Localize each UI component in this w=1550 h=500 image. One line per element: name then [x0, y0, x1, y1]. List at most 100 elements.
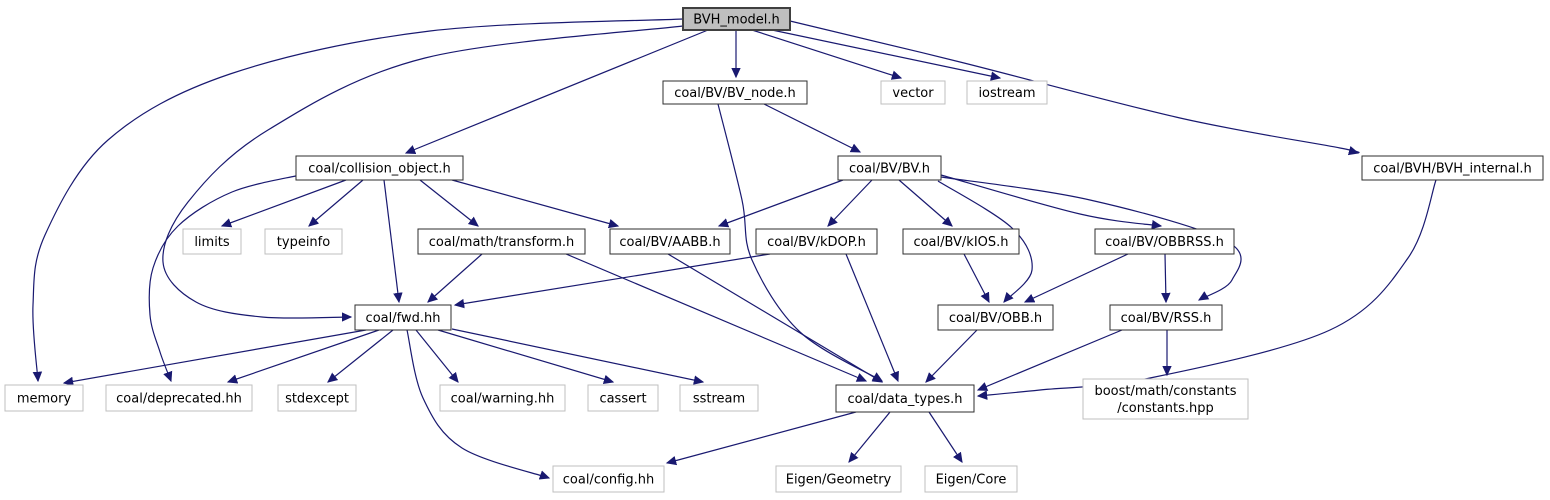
node-box-boost_constants — [1082, 378, 1249, 420]
graph-node-obbrss[interactable]: coal/BV/OBBRSS.h — [1094, 228, 1235, 255]
node-box-eigen_core — [924, 465, 1018, 493]
node-box-kios[interactable] — [902, 228, 1020, 255]
node-box-deprecated — [105, 384, 253, 412]
edge-obbrss-to-rss — [1161, 253, 1171, 304]
edge-rss-to-data_types — [976, 329, 1123, 391]
edge-collision_object-to-deprecated — [148, 174, 301, 383]
edge-bv_node-to-data_types — [717, 103, 884, 382]
graph-node-kdop[interactable]: coal/BV/kDOP.h — [755, 228, 878, 255]
node-label-eigen_geometry: Eigen/Geometry — [786, 473, 892, 488]
edge-bvh_model-to-iostream — [771, 29, 1002, 81]
node-box-limits — [182, 228, 242, 255]
node-box-collision_object[interactable] — [295, 155, 464, 181]
node-box-rss[interactable] — [1109, 304, 1223, 331]
node-box-bvh_internal[interactable] — [1361, 155, 1544, 181]
graph-node-bvh_internal[interactable]: coal/BVH/BVH_internal.h — [1361, 155, 1544, 181]
node-box-bv[interactable] — [837, 155, 942, 181]
graph-node-cassert: cassert — [587, 384, 659, 412]
edge-kdop-to-data_types — [845, 253, 899, 383]
node-label-vector: vector — [892, 86, 934, 101]
graph-node-eigen_geometry: Eigen/Geometry — [775, 465, 902, 493]
graph-node-rss[interactable]: coal/BV/RSS.h — [1109, 304, 1223, 331]
graph-node-fwd[interactable]: coal/fwd.hh — [354, 304, 452, 331]
node-label-transform: coal/math/transform.h — [429, 235, 575, 250]
edge-collision_object-to-aabb — [451, 179, 620, 229]
node-label-aabb: coal/BV/AABB.h — [619, 235, 720, 250]
edge-bvh_model-to-collision_object — [404, 29, 709, 154]
node-label-stdexcept: stdexcept — [285, 392, 349, 407]
node-label-iostream: iostream — [978, 86, 1035, 101]
edge-bvh_model-to-vector — [751, 29, 903, 80]
node-box-obbrss[interactable] — [1094, 228, 1235, 255]
edge-data_types-to-config — [665, 411, 857, 466]
node-label-typeinfo: typeinfo — [277, 235, 330, 250]
edge-fwd-to-deprecated — [226, 329, 380, 384]
edges-layer — [32, 18, 1437, 480]
edge-bv-to-obbrss — [940, 174, 1163, 230]
graph-node-memory: memory — [4, 384, 84, 412]
node-label-cassert: cassert — [599, 392, 646, 407]
node-box-data_types[interactable] — [835, 384, 975, 413]
edge-kdop-to-fwd — [453, 253, 771, 309]
graph-node-sstream: sstream — [679, 384, 759, 412]
node-box-vector — [880, 80, 946, 105]
edge-bvh_model-to-fwd — [162, 25, 684, 322]
node-box-bv_node[interactable] — [662, 80, 808, 105]
graph-node-transform[interactable]: coal/math/transform.h — [417, 228, 586, 255]
node-label-config: coal/config.hh — [563, 473, 654, 488]
graph-node-typeinfo: typeinfo — [264, 228, 343, 255]
node-label-limits: limits — [194, 235, 230, 250]
edge-collision_object-to-typeinfo — [308, 179, 364, 227]
node-box-transform[interactable] — [417, 228, 586, 255]
graph-node-collision_object[interactable]: coal/collision_object.h — [295, 155, 464, 181]
graph-node-bv[interactable]: coal/BV/BV.h — [837, 155, 942, 181]
edge-transform-to-data_types — [565, 253, 868, 382]
node-box-iostream — [966, 80, 1048, 105]
node-label-obbrss: coal/BV/OBBRSS.h — [1105, 235, 1224, 250]
edge-fwd-to-config — [406, 329, 551, 480]
node-box-typeinfo — [264, 228, 343, 255]
edge-data_types-to-eigen_core — [928, 411, 963, 463]
graph-node-config: coal/config.hh — [552, 465, 665, 493]
node-label-collision_object: coal/collision_object.h — [308, 162, 451, 177]
graph-node-stdexcept: stdexcept — [277, 384, 357, 412]
node-box-config — [552, 465, 665, 493]
node-label-bv_node: coal/BV/BV_node.h — [674, 86, 796, 101]
node-box-aabb[interactable] — [609, 228, 731, 255]
edge-bvh_model-to-bvh_internal — [789, 20, 1360, 156]
node-box-eigen_geometry — [775, 465, 902, 493]
edge-transform-to-fwd — [427, 253, 483, 303]
edge-fwd-to-warning — [415, 329, 459, 383]
node-box-sstream — [679, 384, 759, 412]
graph-node-limits: limits — [182, 228, 242, 255]
node-label-kios: coal/BV/kIOS.h — [913, 235, 1008, 250]
graph-node-aabb[interactable]: coal/BV/AABB.h — [609, 228, 731, 255]
edge-bv_node-to-bv — [763, 103, 862, 153]
graph-node-iostream: iostream — [966, 80, 1048, 105]
node-label-warning: coal/warning.hh — [451, 392, 555, 407]
edge-obbrss-to-obb — [1023, 253, 1129, 303]
edge-collision_object-to-transform — [419, 179, 479, 227]
edge-aabb-to-data_types — [667, 253, 884, 383]
graph-node-bv_node[interactable]: coal/BV/BV_node.h — [662, 80, 808, 105]
node-box-fwd[interactable] — [354, 304, 452, 331]
edge-bv-to-obb — [937, 180, 1033, 303]
edge-fwd-to-cassert — [437, 329, 615, 384]
node-label-deprecated: coal/deprecated.hh — [116, 392, 242, 407]
graph-node-warning: coal/warning.hh — [439, 384, 566, 412]
graph-node-eigen_core: Eigen/Core — [924, 465, 1018, 493]
node-box-kdop[interactable] — [755, 228, 878, 255]
node-label-bvh_model: BVH_model.h — [693, 13, 780, 28]
graph-node-obb[interactable]: coal/BV/OBB.h — [937, 304, 1054, 331]
graph-node-kios[interactable]: coal/BV/kIOS.h — [902, 228, 1020, 255]
node-label-eigen_core: Eigen/Core — [936, 473, 1007, 488]
edge-bv-to-aabb — [717, 179, 844, 228]
node-box-obb[interactable] — [937, 304, 1054, 331]
edge-collision_object-to-fwd — [383, 179, 403, 304]
node-box-bvh_model — [682, 7, 791, 31]
node-label-data_types: coal/data_types.h — [847, 392, 962, 407]
edge-kios-to-obb — [963, 253, 990, 304]
edge-fwd-to-memory — [62, 329, 367, 387]
graph-node-data_types[interactable]: coal/data_types.h — [835, 384, 975, 413]
node-box-memory — [4, 384, 84, 412]
